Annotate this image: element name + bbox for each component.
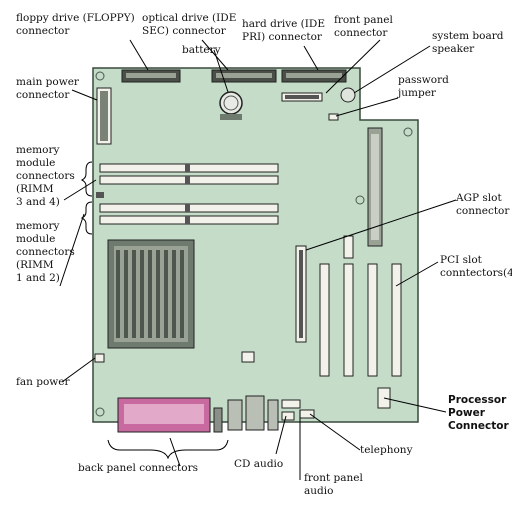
expansion-bracket-inner (371, 134, 379, 240)
pci-slots (319, 235, 402, 377)
rimm-slot-key (185, 204, 190, 212)
back-panel-label: back panel connectors (78, 462, 198, 474)
battery-icon (219, 91, 243, 115)
front-panel-connector-label: front panel connector (334, 14, 393, 39)
memory12-brace (80, 201, 93, 235)
memory34-label: memory module connectors (RIMM 3 and 4) (16, 144, 75, 208)
front-panel-audio-connector (281, 399, 301, 409)
battery-holder (220, 114, 242, 120)
processor-heatsink (107, 239, 195, 349)
rimm-slot-key (185, 176, 190, 184)
fan-power-connector (94, 353, 105, 363)
back-panel-connectors (117, 395, 279, 433)
cd-audio-connector (281, 411, 295, 421)
memory12-label: memory module connectors (RIMM 1 and 2) (16, 220, 75, 284)
speaker-icon (340, 87, 356, 103)
pci-slot-label: PCI slot conntectors(4) (440, 254, 512, 279)
front-panel-audio-label: front panel audio (304, 472, 363, 497)
mounting-hole (403, 127, 413, 137)
ide-pri-connector-pins (286, 73, 342, 78)
memory34-brace (80, 161, 93, 197)
battery-inner (223, 95, 239, 111)
mounting-hole (95, 407, 105, 417)
system-speaker-label: system board speaker (432, 30, 504, 55)
memory-slots (99, 163, 279, 225)
telephony-label: telephony (360, 444, 413, 456)
mounting-hole (95, 71, 105, 81)
password-jumper-label: password jumper (398, 74, 449, 99)
hard-drive-label: hard drive (IDE PRI) connector (242, 18, 326, 43)
rimm-slot-key (185, 164, 190, 172)
password-jumper (328, 113, 339, 121)
agp-slot-label: AGP slot connector (456, 192, 510, 217)
cd-audio-label: CD audio (234, 458, 284, 470)
misc-connector (241, 351, 255, 363)
agp-slot-channel (299, 250, 303, 338)
front-panel-connector-pins (285, 95, 319, 99)
back-panel-brace (107, 439, 229, 460)
mounting-hole (355, 195, 365, 205)
battery-label: battery (182, 44, 221, 56)
main-power-pins (100, 91, 108, 141)
main-power-label: main power connector (16, 76, 79, 101)
ide-sec-connector-pins (216, 73, 272, 78)
processor-power-label: Processor Power Connector (448, 394, 509, 432)
leader-lines (59, 39, 457, 480)
floppy-connector-label: floppy drive (FLOPPY) connector (16, 12, 135, 37)
optical-drive-label: optical drive (IDE SEC) connector (142, 12, 237, 37)
telephony-connector (299, 409, 315, 419)
memory-small-chip (96, 192, 104, 198)
rimm-slot-key (185, 216, 190, 224)
fan-power-label: fan power (16, 376, 70, 388)
floppy-connector-pins (126, 73, 176, 78)
